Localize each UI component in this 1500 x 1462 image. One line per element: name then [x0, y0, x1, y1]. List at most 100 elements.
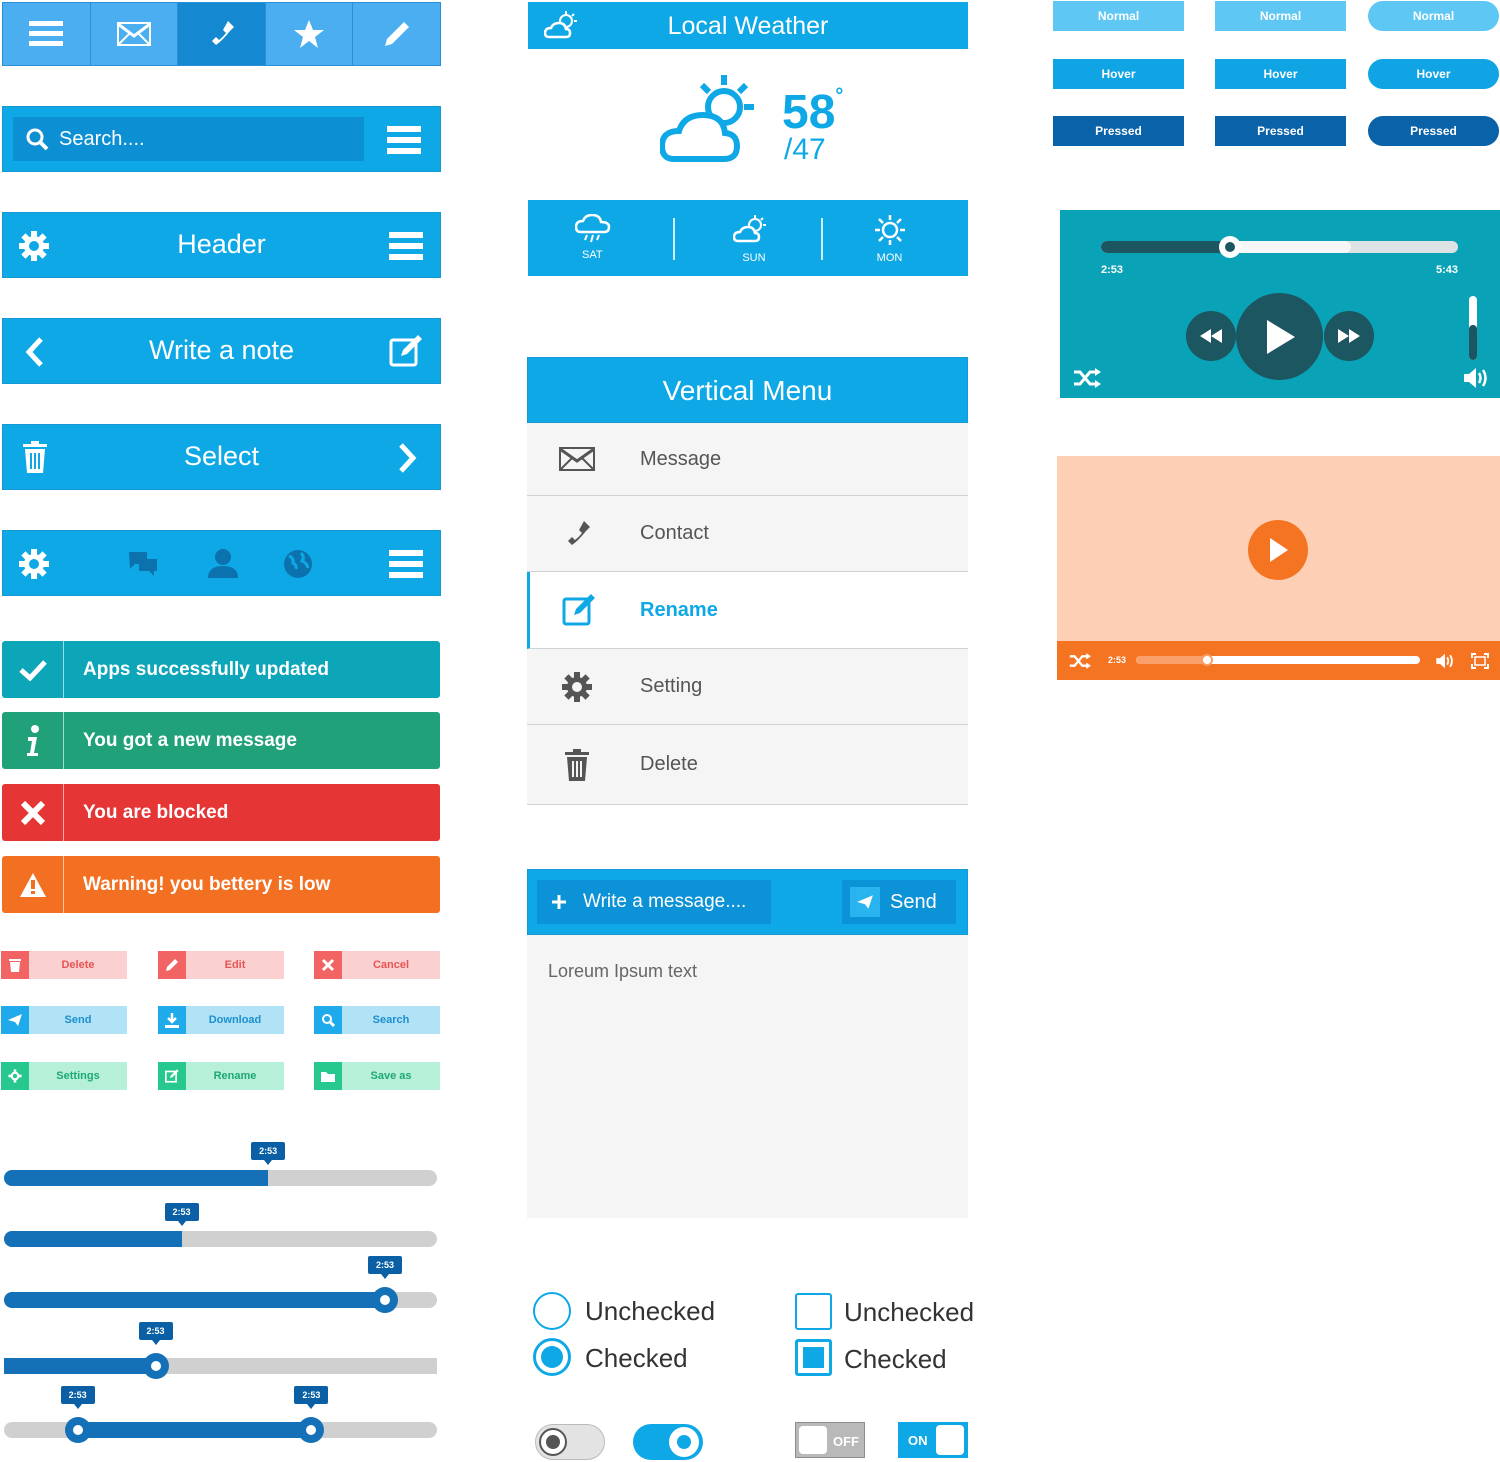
cancel-button[interactable]: Cancel [314, 951, 440, 979]
message-placeholder: Write a message.... [583, 891, 747, 912]
audio-progress-track[interactable] [1101, 236, 1458, 258]
vertical-menu-header: Vertical Menu [527, 357, 968, 423]
slider-knob[interactable] [372, 1287, 399, 1313]
volume-icon[interactable] [1463, 367, 1489, 389]
video-play-button[interactable] [1248, 520, 1308, 580]
audio-progress-knob[interactable] [1218, 236, 1241, 258]
pressed-button[interactable]: Pressed [1215, 116, 1346, 146]
toolbar-menu-button[interactable] [3, 3, 91, 65]
shuffle-icon[interactable] [1073, 368, 1101, 388]
chevron-right-icon[interactable] [397, 442, 417, 474]
message-input[interactable]: Write a message.... [537, 880, 771, 924]
volume-fill [1469, 324, 1477, 360]
send-message-button[interactable]: Send [842, 880, 956, 924]
delete-label: Delete [61, 959, 95, 971]
edit-button[interactable]: Edit [158, 951, 284, 979]
toggle-off[interactable] [535, 1424, 605, 1460]
delete-button[interactable]: Delete [1, 951, 127, 979]
header-title: Header [177, 229, 266, 259]
video-progress-track[interactable] [1136, 654, 1420, 666]
menu-item-delete[interactable]: Delete [527, 725, 968, 805]
slider-track[interactable] [4, 1170, 437, 1186]
gear-icon[interactable] [18, 548, 50, 580]
menu-item-contact[interactable]: Contact [527, 496, 968, 572]
forecast-day-label: MON [876, 252, 903, 264]
video-progress-knob[interactable] [1201, 654, 1213, 666]
slider-time-tooltip: 2:53 [368, 1256, 403, 1279]
chevron-left-icon[interactable] [25, 336, 45, 368]
phone-icon [212, 21, 235, 45]
radio-checked[interactable] [533, 1338, 571, 1376]
play-button[interactable] [1236, 293, 1323, 380]
forecast-day-sun[interactable]: SUN [675, 215, 823, 264]
user-icon[interactable] [207, 548, 239, 578]
partly-cloudy-icon [660, 75, 754, 162]
menu-icon[interactable] [389, 232, 423, 260]
toolbar-phone-button[interactable] [178, 3, 266, 65]
toolbar-pencil-button[interactable] [353, 3, 440, 65]
checkbox-checked[interactable] [795, 1339, 832, 1376]
menu-icon [29, 21, 64, 46]
menu-item-message[interactable]: Message [527, 423, 968, 496]
hover-button-rounded[interactable]: Hover [1368, 59, 1499, 89]
rewind-button[interactable] [1186, 311, 1236, 361]
chat-icon[interactable] [128, 551, 158, 577]
pressed-button-rounded[interactable]: Pressed [1368, 116, 1499, 146]
menu-icon[interactable] [387, 126, 421, 154]
fast-forward-button[interactable] [1324, 311, 1374, 361]
shuffle-icon[interactable] [1069, 653, 1091, 669]
send-button[interactable]: Send [1, 1006, 127, 1034]
rewind-icon [1200, 329, 1222, 343]
slider-track[interactable] [4, 1292, 437, 1308]
globe-icon[interactable] [283, 549, 313, 579]
rename-button[interactable]: Rename [158, 1062, 284, 1090]
save-as-button[interactable]: Save as [314, 1062, 440, 1090]
slider-knob[interactable] [142, 1353, 169, 1379]
forecast-day-mon[interactable]: MON [823, 215, 968, 264]
edit-label: Edit [224, 959, 246, 971]
weather-header: Local Weather [528, 2, 968, 49]
forecast-day-sat[interactable]: SAT [528, 214, 676, 261]
pressed-button[interactable]: Pressed [1053, 116, 1184, 146]
star-icon [294, 20, 325, 48]
menu-icon[interactable] [389, 550, 423, 578]
hover-button[interactable]: Hover [1215, 59, 1346, 89]
volume-track[interactable] [1469, 296, 1477, 360]
download-button[interactable]: Download [158, 1006, 284, 1034]
download-icon [165, 1013, 179, 1028]
trash-icon[interactable] [23, 441, 47, 473]
radio-unchecked[interactable] [533, 1292, 571, 1330]
settings-label: Settings [56, 1070, 100, 1082]
normal-button[interactable]: Normal [1053, 1, 1184, 31]
normal-button-rounded[interactable]: Normal [1368, 1, 1499, 31]
search-field[interactable]: Search.... [13, 117, 364, 161]
hover-button[interactable]: Hover [1053, 59, 1184, 89]
menu-item-label: Contact [640, 522, 709, 544]
menu-item-rename[interactable]: Rename [527, 572, 968, 649]
edit-icon[interactable] [389, 334, 423, 368]
normal-button[interactable]: Normal [1215, 1, 1346, 31]
slider-knob[interactable] [298, 1417, 325, 1443]
settings-button[interactable]: Settings [1, 1062, 127, 1090]
toggle-on[interactable] [633, 1424, 703, 1460]
menu-item-setting[interactable]: Setting [527, 649, 968, 725]
slider-knob[interactable] [64, 1417, 91, 1443]
message-body[interactable]: Loreum Ipsum text [527, 935, 968, 1218]
slider-track[interactable] [4, 1358, 437, 1374]
checkbox-unchecked[interactable] [795, 1293, 832, 1330]
switch-off[interactable]: OFF [795, 1422, 865, 1458]
slider-track[interactable] [4, 1422, 437, 1438]
slider-track[interactable] [4, 1231, 437, 1247]
slider-time-tooltip: 2:53 [251, 1142, 286, 1165]
search-bar: Search.... [2, 106, 441, 172]
gear-icon[interactable] [18, 230, 50, 262]
fullscreen-icon[interactable] [1471, 653, 1489, 669]
temperature-high: 58° [782, 85, 843, 140]
volume-icon[interactable] [1435, 653, 1455, 669]
search-button[interactable]: Search [314, 1006, 440, 1034]
toolbar-star-button[interactable] [266, 3, 354, 65]
save-as-label: Save as [370, 1070, 412, 1082]
search-icon [322, 1014, 335, 1027]
switch-on[interactable]: ON [898, 1422, 968, 1458]
toolbar-mail-button[interactable] [91, 3, 179, 65]
